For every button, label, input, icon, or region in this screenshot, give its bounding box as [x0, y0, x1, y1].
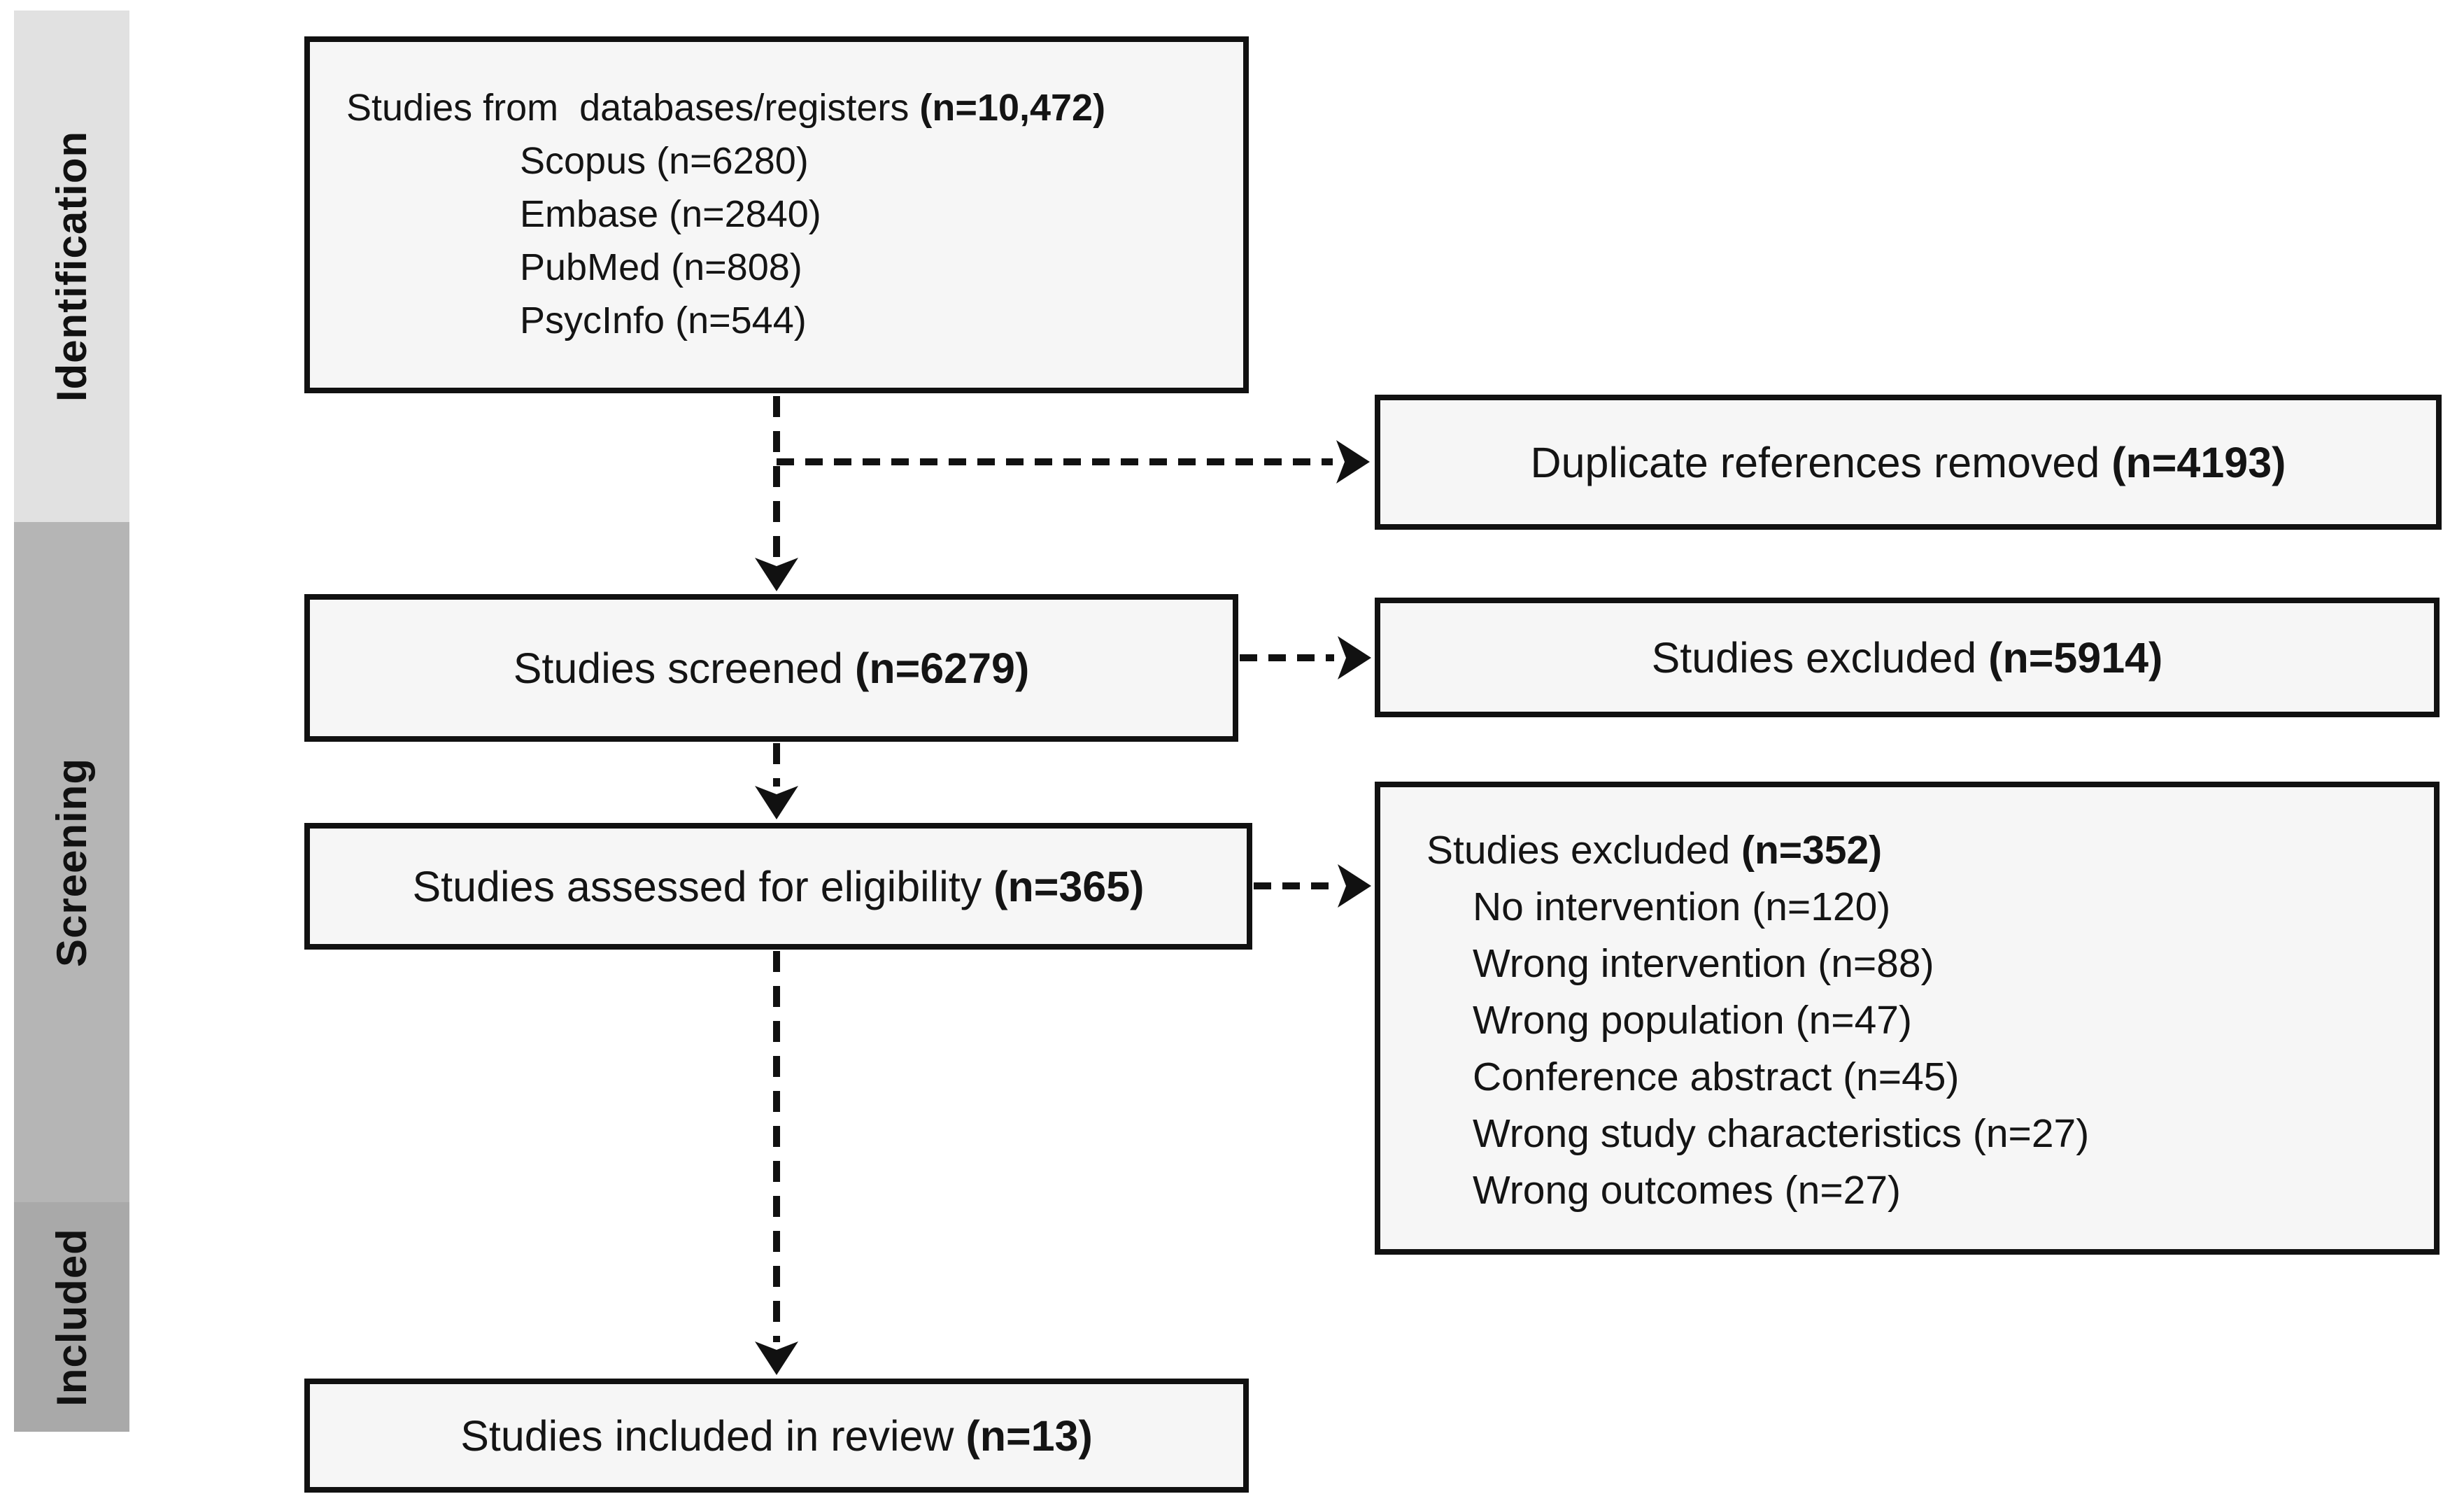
box-label: Studies screened (n=6279) [513, 644, 1030, 692]
arrow-assessed-to-included [755, 951, 798, 1375]
box-label: Duplicate references removed (n=4193) [1530, 438, 2286, 486]
arrow-assessed-to-excluded [1254, 864, 1371, 908]
arrow-databases-to-screened [755, 396, 798, 591]
sidebar-label-included: Included [48, 1227, 95, 1407]
box-studies-excluded-screening: Studies excluded (n=5914) [1375, 598, 2440, 717]
box-duplicates-removed: Duplicate references removed (n=4193) [1375, 395, 2442, 530]
box-studies-included: Studies included in review (n=13) [304, 1379, 1249, 1493]
sidebar-label-identification: Identification [48, 130, 95, 402]
count-badge: (n=10,472) [919, 87, 1106, 129]
box-label: Studies assessed for eligibility (n=365) [412, 862, 1145, 910]
exclusion-reason: Conference abstract (n=45) [1473, 1055, 1960, 1099]
database-item: PubMed (n=808) [520, 246, 802, 288]
database-item: PsycInfo (n=544) [520, 300, 807, 341]
box-studies-from-databases: Studies from databases/registers (n=10,4… [304, 36, 1249, 393]
database-item: Scopus (n=6280) [520, 140, 809, 182]
box-title: Studies excluded (n=352) [1426, 828, 1883, 873]
exclusion-reason: Wrong population (n=47) [1473, 998, 1912, 1043]
box-studies-assessed: Studies assessed for eligibility (n=365) [304, 823, 1252, 950]
sidebar-band-screening: Screening [14, 522, 129, 1202]
count-badge: (n=365) [993, 862, 1145, 910]
sidebar-band-included: Included [14, 1202, 129, 1432]
sidebar-band-identification: Identification [14, 10, 129, 522]
exclusion-reason: Wrong outcomes (n=27) [1473, 1168, 1901, 1213]
box-title: Studies from databases/registers (n=10,4… [346, 87, 1106, 129]
count-badge: (n=352) [1741, 828, 1883, 873]
arrow-screened-to-excluded [1240, 636, 1371, 679]
exclusion-reason: No intervention (n=120) [1473, 885, 1891, 929]
box-label: Studies included in review (n=13) [460, 1411, 1093, 1460]
box-label: Studies excluded (n=5914) [1651, 633, 2163, 682]
count-badge: (n=6279) [855, 644, 1030, 692]
arrow-to-duplicates-removed [777, 440, 1370, 484]
count-badge: (n=5914) [1988, 633, 2163, 682]
exclusion-reason: Wrong study characteristics (n=27) [1473, 1111, 2090, 1156]
count-badge: (n=4193) [2111, 438, 2286, 486]
database-item: Embase (n=2840) [520, 193, 821, 235]
sidebar-label-screening: Screening [48, 757, 96, 967]
box-studies-screened: Studies screened (n=6279) [304, 594, 1238, 742]
count-badge: (n=13) [965, 1411, 1093, 1460]
box-studies-excluded-eligibility: Studies excluded (n=352) No intervention… [1375, 782, 2440, 1255]
exclusion-reason: Wrong intervention (n=88) [1473, 941, 1934, 986]
arrow-screened-to-assessed [755, 743, 798, 819]
